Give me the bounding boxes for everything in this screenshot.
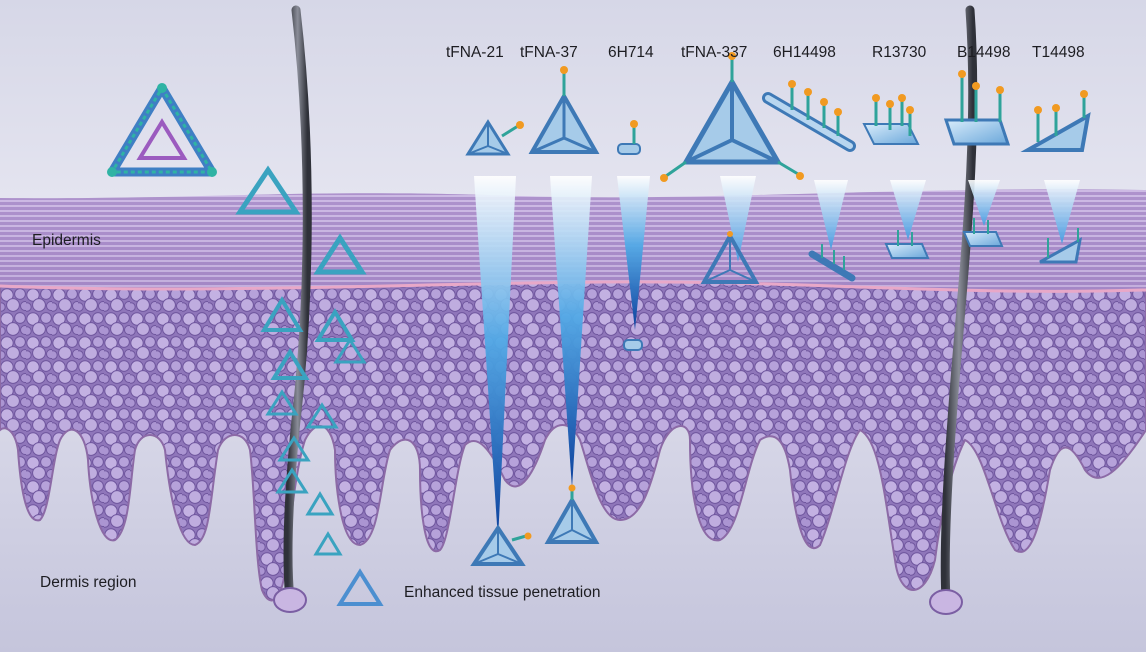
label-dermis-region: Dermis region	[40, 574, 136, 592]
label-b14498: B14498	[957, 44, 1010, 62]
follicle-bulb-left	[274, 588, 306, 612]
follicle-bulb-right	[930, 590, 962, 614]
label-6h14498: 6H14498	[773, 44, 836, 62]
label-tfna-37: tFNA-37	[520, 44, 578, 62]
label-epidermis: Epidermis	[32, 232, 101, 250]
label-tfna-21: tFNA-21	[446, 44, 504, 62]
label-tfna-337: tFNA-337	[681, 44, 747, 62]
tube-in-dermis	[624, 340, 642, 350]
label-enhanced-penetration: Enhanced tissue penetration	[404, 584, 600, 602]
label-6h714: 6H714	[608, 44, 654, 62]
label-r13730: R13730	[872, 44, 926, 62]
label-t14498: T14498	[1032, 44, 1085, 62]
